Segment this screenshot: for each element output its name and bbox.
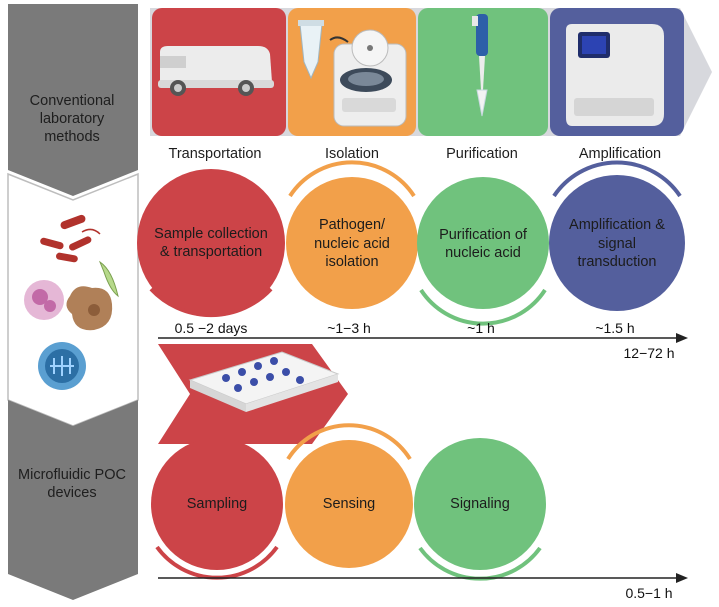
conventional-circle-2	[286, 177, 418, 309]
arc-red-conventional	[149, 287, 273, 318]
step-label-amplification: Amplification	[578, 146, 662, 162]
pathogen-icons	[24, 214, 119, 390]
amplification-panel	[550, 8, 684, 136]
arc-green-conventional	[419, 288, 547, 326]
arc-orange-poc	[286, 423, 412, 461]
conventional-chevron	[8, 4, 138, 196]
step-label-isolation: Isolation	[324, 146, 379, 162]
isolation-panel	[288, 8, 416, 136]
purification-panel	[418, 8, 548, 136]
circle-text-amplification: Amplification & signal transduction	[569, 217, 665, 271]
conventional-circle-4	[549, 175, 685, 311]
arc-blue-conventional	[552, 160, 682, 198]
microfluidic-chip-icon	[188, 351, 340, 412]
poc-circle-1	[151, 438, 283, 570]
step-label-transportation: Transportation	[168, 146, 262, 162]
circle-text-purification: Purification of nucleic acid	[439, 226, 527, 262]
conventional-circle-1	[137, 169, 285, 317]
microfluidic-poc-label: Microfluidic POC devices	[18, 467, 126, 501]
conventional-circle-3	[417, 177, 549, 309]
time-amplification: ~1.5 h	[595, 320, 635, 336]
conventional-total-time: 12−72 h	[623, 345, 675, 361]
poc-circle-2	[285, 440, 413, 568]
poc-total-time: 0.5−1 h	[625, 585, 673, 601]
circle-text-sampling: Sampling	[186, 495, 248, 512]
time-isolation: ~1−3 h	[327, 320, 371, 336]
step-label-purification: Purification	[446, 146, 518, 162]
circle-text-sensing: Sensing	[322, 495, 376, 512]
poc-circle-3	[414, 438, 546, 570]
transportation-panel	[152, 8, 286, 136]
time-purification: ~1 h	[467, 320, 495, 336]
poc-timeline-head	[676, 573, 688, 583]
arc-orange-conventional	[288, 160, 416, 198]
conventional-timeline-head	[676, 333, 688, 343]
circle-text-signaling: Signaling	[450, 495, 510, 512]
time-transportation: 0.5 −2 days	[174, 320, 248, 336]
circle-text-sample-collection: Sample collection & transportation	[154, 225, 268, 261]
conventional-methods-label: Conventional laboratory methods	[29, 93, 115, 145]
microfluidic-chevron	[8, 400, 138, 600]
circle-text-isolation: Pathogen/ nucleic acid isolation	[314, 217, 390, 271]
